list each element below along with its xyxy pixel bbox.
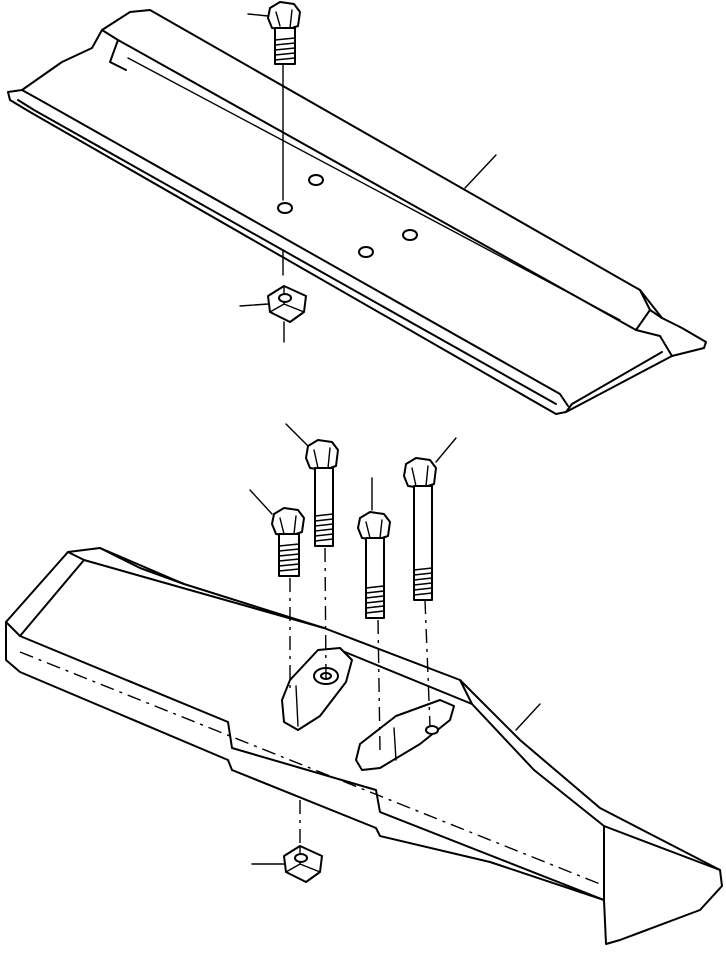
bolt-a bbox=[249, 489, 305, 577]
bolt-c bbox=[357, 477, 391, 619]
bolt-b bbox=[285, 423, 339, 547]
wedge-shoe bbox=[5, 547, 723, 945]
plate-nut bbox=[239, 285, 307, 343]
grouser-plate bbox=[7, 9, 707, 415]
wedge-nut bbox=[251, 845, 323, 883]
bolt-centerlines bbox=[289, 547, 431, 848]
bolt-d bbox=[403, 437, 457, 601]
plate-bolt bbox=[247, 1, 301, 276]
